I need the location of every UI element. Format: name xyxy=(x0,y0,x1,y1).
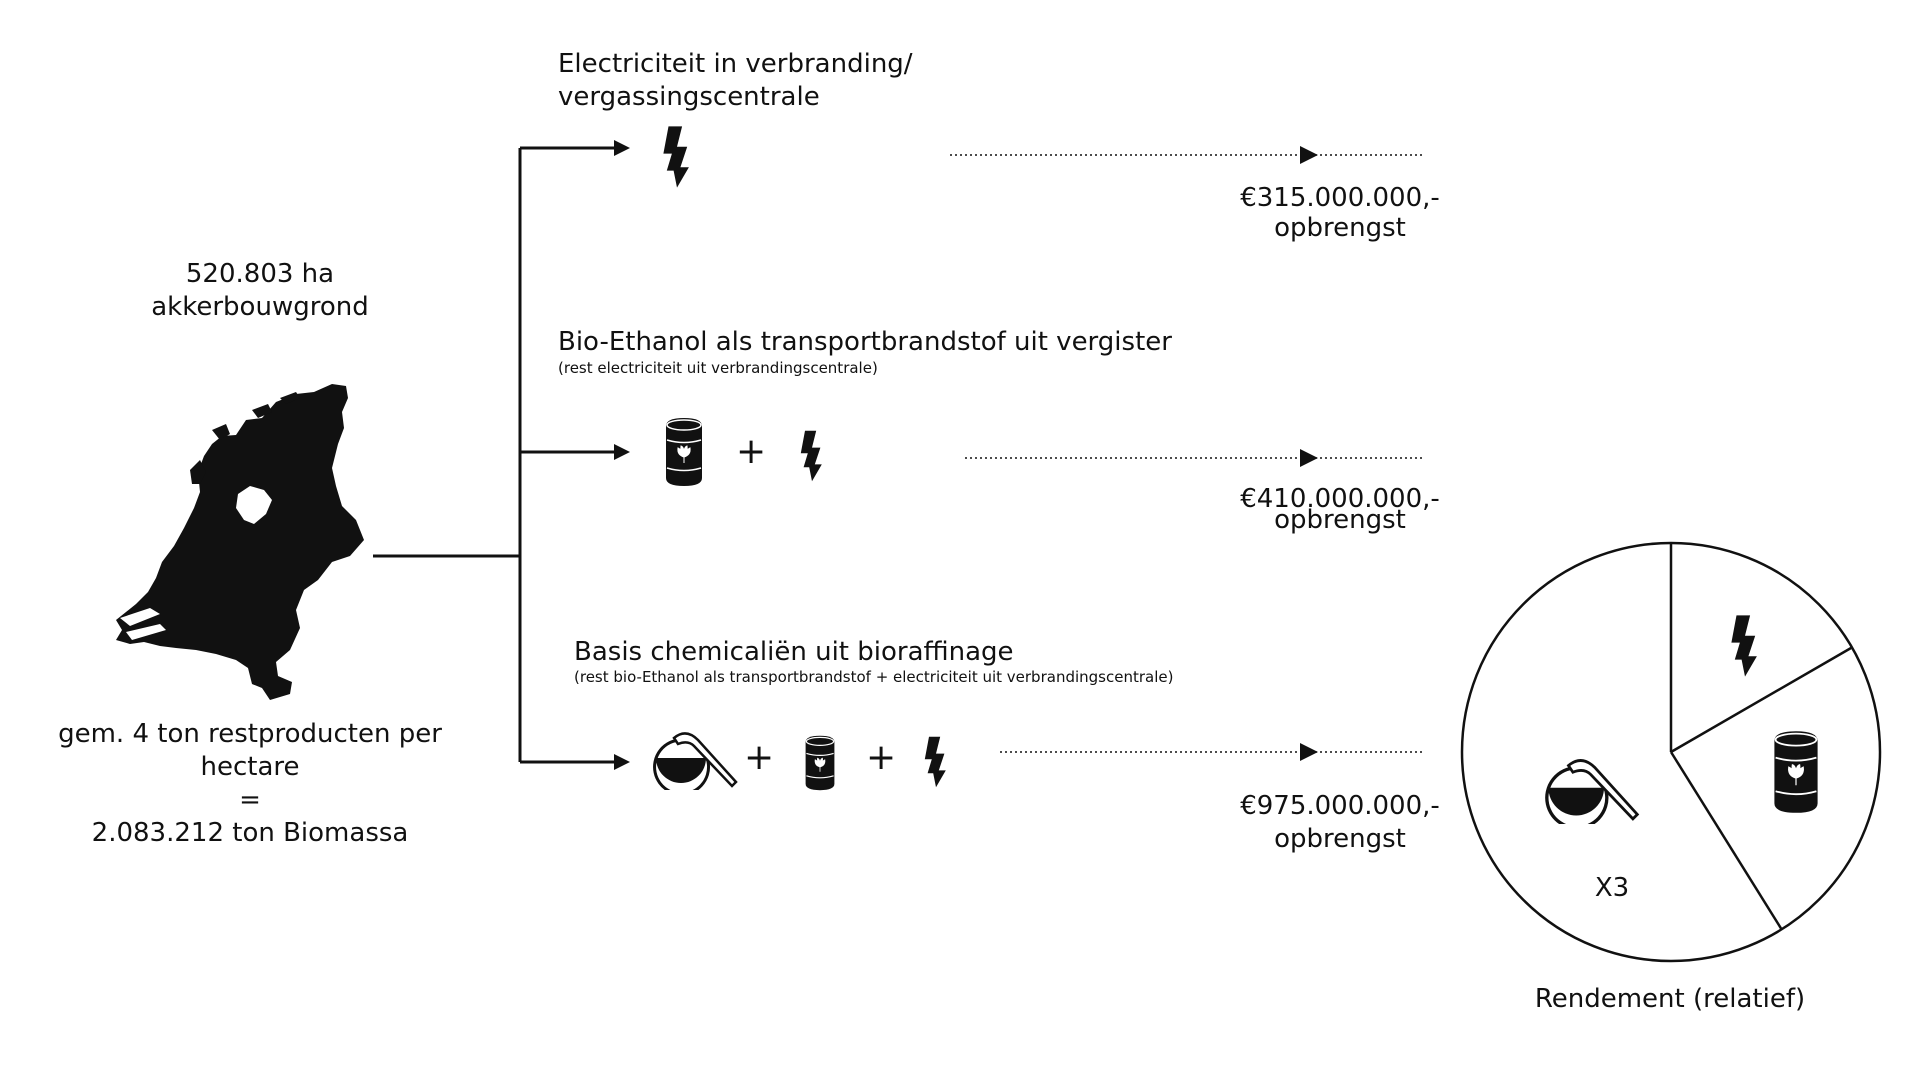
route-3-subtitle: (rest bio-Ethanol als transportbrandstof… xyxy=(574,668,1174,686)
route-2-amount: €410.000.000,- xyxy=(1240,484,1440,514)
lightning-icon xyxy=(663,126,689,188)
route-2-subtitle: (rest electriciteit uit verbrandingscent… xyxy=(558,359,878,377)
plus-sign: + xyxy=(866,737,897,778)
route-1-title-line-2: vergassingscentrale xyxy=(558,82,820,112)
source-connector xyxy=(373,146,620,764)
route-3-title: Basis chemicaliën uit bioraffinage xyxy=(574,637,1014,667)
route-3-amount: €975.000.000,- xyxy=(1240,791,1440,821)
plus-sign: + xyxy=(744,737,775,778)
netherlands-map-icon xyxy=(116,384,364,700)
lightning-icon xyxy=(800,430,822,482)
result-arrowheads xyxy=(1300,146,1318,761)
route-2-result: €410.000.000,- opbrengst xyxy=(1240,483,1440,537)
pie-multiplier: X3 xyxy=(1594,873,1630,903)
area-unit-label: akkerbouwgrond xyxy=(151,292,369,322)
route-1-title: Electriciteit in verbranding/ vergassing… xyxy=(558,48,913,114)
area-label: 520.803 ha akkerbouwgrond xyxy=(130,258,390,324)
route-1-amount-label: opbrengst xyxy=(1274,213,1406,243)
lightning-icon xyxy=(924,736,946,788)
route-3-amount-label: opbrengst xyxy=(1274,824,1406,854)
route-1-title-line-1: Electriciteit in verbranding/ xyxy=(558,49,913,79)
branch-arrowheads xyxy=(614,140,630,770)
area-value: 520.803 ha xyxy=(185,259,335,289)
yield-pie-chart xyxy=(1460,541,1882,963)
flask-icon xyxy=(653,731,738,790)
pie-label: Rendement (relatief) xyxy=(1534,984,1806,1014)
route-3-result: €975.000.000,- opbrengst xyxy=(1240,790,1440,856)
barrel-icon xyxy=(1773,730,1819,814)
formula-line-2: 2.083.212 ton Biomassa xyxy=(91,818,409,848)
barrel-icon xyxy=(804,735,836,791)
route-2-amount-label: opbrengst xyxy=(1274,505,1406,535)
biomass-formula: gem. 4 ton restproducten per hectare = 2… xyxy=(10,718,490,850)
pie-divider xyxy=(1669,751,1784,931)
barrel-icon xyxy=(665,417,703,487)
route-1-amount: €315.000.000,- xyxy=(1240,183,1440,213)
formula-line-1: gem. 4 ton restproducten per hectare xyxy=(58,719,442,782)
route-2-title: Bio-Ethanol als transportbrandstof uit v… xyxy=(558,327,1172,357)
plus-sign: + xyxy=(736,431,767,472)
formula-equals: = xyxy=(239,785,261,815)
route-1-result: €315.000.000,- opbrengst xyxy=(1240,182,1440,245)
result-arrows xyxy=(950,154,1425,753)
pie-divider xyxy=(1670,646,1852,754)
